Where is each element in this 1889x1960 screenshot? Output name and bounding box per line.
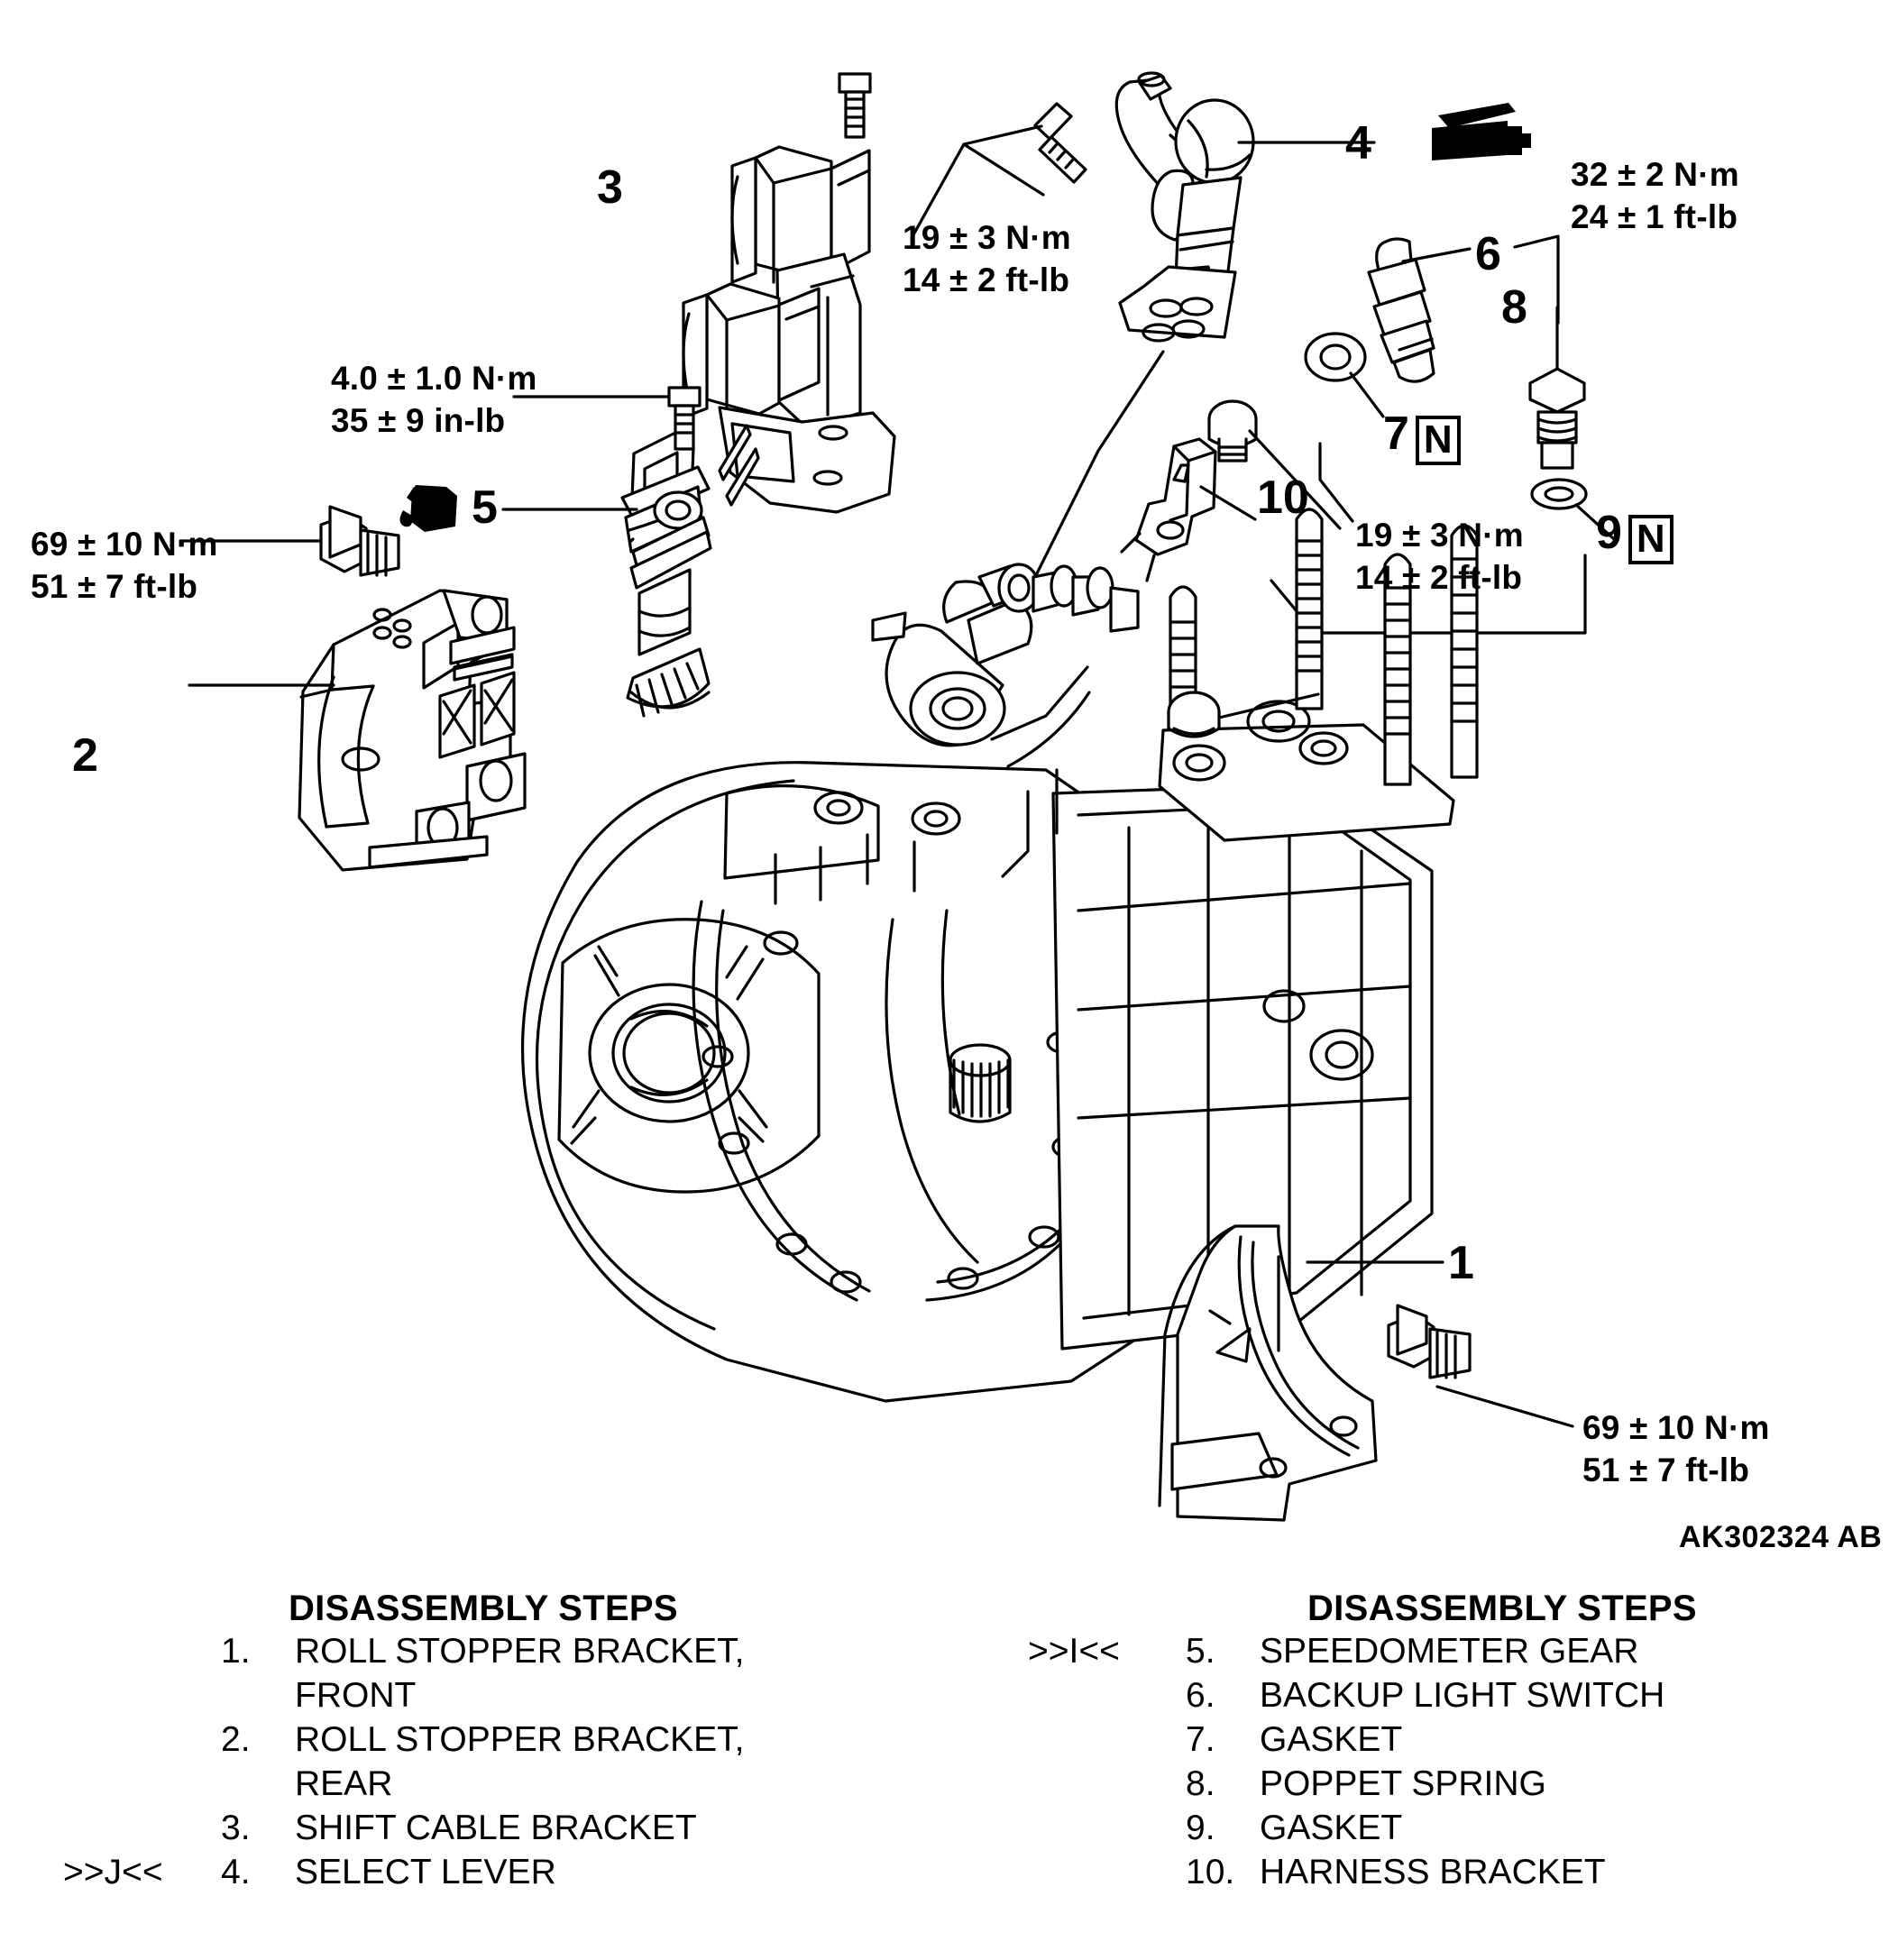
legend-label: SPEEDOMETER GEAR [1260,1632,1639,1671]
legend-right-title: DISASSEMBLY STEPS [1307,1589,1697,1628]
legend-mark [1028,1717,1186,1762]
callout-number-8: 8 [1501,281,1527,334]
legend-mark [1028,1762,1186,1806]
legend-row: >>J<< 4. SELECT LEVER [63,1850,745,1894]
legend-number: 9. [1186,1809,1215,1847]
legend-number: 1. [221,1632,251,1671]
bolt-shift-cable-right [1033,102,1087,184]
legend-number: 4. [221,1853,251,1891]
bolt-speedometer [667,386,701,451]
transmission-case [521,508,1479,1403]
legend-label: GASKET [1260,1720,1403,1759]
legend-label: ROLL STOPPER BRACKET, FRONT [295,1632,745,1715]
callout-number-10: 10 [1257,472,1309,524]
legend-label: ROLL STOPPER BRACKET, REAR [295,1720,745,1803]
legend-row: 7. GASKET [1028,1717,1664,1762]
input-shaft [949,1043,1012,1123]
legend-label: HARNESS BRACKET [1260,1853,1606,1891]
leader-select-lever-to-case [1033,350,1165,579]
legend-right-table: >>I<< 5. SPEEDOMETER GEAR 6. BACKUP LIGH… [1028,1629,1664,1894]
legend-mark [63,1629,221,1717]
legend-label: SELECT LEVER [295,1853,556,1891]
legend-row: 6. BACKUP LIGHT SWITCH [1028,1673,1664,1717]
plug-boss [1167,691,1320,738]
leader-torque-shift-cable [910,124,1045,240]
part-shift-cable-bracket [682,145,896,514]
legend-number: 2. [221,1720,251,1759]
legend-mark: >>I<< [1028,1632,1120,1671]
callout-number-4: 4 [1345,117,1371,169]
torque-backup-light-switch: 32 ± 2 N·m 24 ± 1 ft-lb [1571,156,1739,235]
legend-mark [1028,1673,1186,1717]
part-gasket-9 [1530,478,1616,541]
leader-torque-bracket-to-studs [1270,554,1587,635]
torque-harness-bracket: 19 ± 3 N·m 14 ± 2 ft-lb [1355,517,1524,596]
callout-number-5: 5 [472,481,498,534]
part-harness-bracket [1120,437,1217,582]
leader-callout-10 [1199,485,1257,521]
legend-label: SHIFT CABLE BRACKET [295,1809,697,1847]
torque-roll-stopper-front: 69 ± 10 N·m 51 ± 7 ft-lb [1582,1409,1770,1488]
legend-mark: >>J<< [63,1853,163,1891]
studs [1169,508,1479,786]
callout-number-2: 2 [72,729,98,782]
callout-number-3: 3 [597,161,623,214]
callout-number-6: 6 [1475,228,1501,280]
part-poppet-spring [1528,306,1586,470]
legend-label: GASKET [1260,1809,1403,1847]
callout-7-digit: 7 [1383,408,1409,460]
legend-row: >>I<< 5. SPEEDOMETER GEAR [1028,1629,1664,1673]
legend-row: 9. GASKET [1028,1806,1664,1850]
legend-row: 10. HARNESS BRACKET [1028,1850,1664,1894]
part-roll-stopper-front [1158,1224,1378,1522]
callout-number-1: 1 [1448,1237,1474,1289]
callout-9-digit: 9 [1596,507,1622,559]
part-backup-light-switch [1367,237,1435,383]
legend-row: 2. ROLL STOPPER BRACKET, REAR [63,1717,745,1806]
leader-callout-6 [1401,247,1472,263]
legend-label: POPPET SPRING [1260,1764,1546,1803]
legend-mark [63,1717,221,1806]
legend-number: 6. [1186,1676,1215,1715]
legend-left-table: 1. ROLL STOPPER BRACKET, FRONT 2. ROLL S… [63,1629,745,1894]
legend-number: 8. [1186,1764,1215,1803]
leader-torque-backup [1513,234,1560,325]
legend-left-title: DISASSEMBLY STEPS [289,1589,678,1628]
new-part-n-icon-7: N [1415,416,1461,465]
legend-mark [1028,1806,1186,1850]
leader-torque-harness-upper [1318,442,1354,523]
legend-row: 3. SHIFT CABLE BRACKET [63,1806,745,1850]
legend-number: 7. [1186,1720,1215,1759]
legend-mark [1028,1850,1186,1894]
bolt-roll-stopper-front [1387,1304,1574,1428]
legend-number: 10. [1186,1853,1235,1891]
torque-shift-cable-bracket: 19 ± 3 N·m 14 ± 2 ft-lb [903,219,1071,298]
legend-number: 3. [221,1809,251,1847]
grease-icon-4 [1432,103,1531,160]
new-part-n-icon-9: N [1628,515,1674,564]
bolt-roll-stopper-rear [179,505,400,577]
oil-drop-icon-5 [399,485,457,532]
torque-roll-stopper-rear: 69 ± 10 N·m 51 ± 7 ft-lb [31,526,218,605]
legend-right: DISASSEMBLY STEPS >>I<< 5. SPEEDOMETER G… [1028,1589,1884,1894]
legend-row: 8. POPPET SPRING [1028,1762,1664,1806]
legend-left: DISASSEMBLY STEPS 1. ROLL STOPPER BRACKE… [63,1589,920,1894]
bolt-harness [1207,399,1342,530]
legend-mark [63,1806,221,1850]
legend-row: 1. ROLL STOPPER BRACKET, FRONT [63,1629,745,1717]
drawing-part-code: AK302324 AB [1679,1520,1883,1554]
part-select-lever [1114,71,1255,343]
torque-speedometer-gear: 4.0 ± 1.0 N·m 35 ± 9 in-lb [331,360,537,439]
legend-label: BACKUP LIGHT SWITCH [1260,1676,1665,1715]
shift-control-housing [871,563,1140,878]
bolt-shift-cable-top [838,72,872,139]
part-speedometer-gear [620,432,712,718]
part-roll-stopper-rear [298,589,527,872]
part-gasket-7 [1304,332,1385,418]
legend-number: 5. [1186,1632,1215,1671]
